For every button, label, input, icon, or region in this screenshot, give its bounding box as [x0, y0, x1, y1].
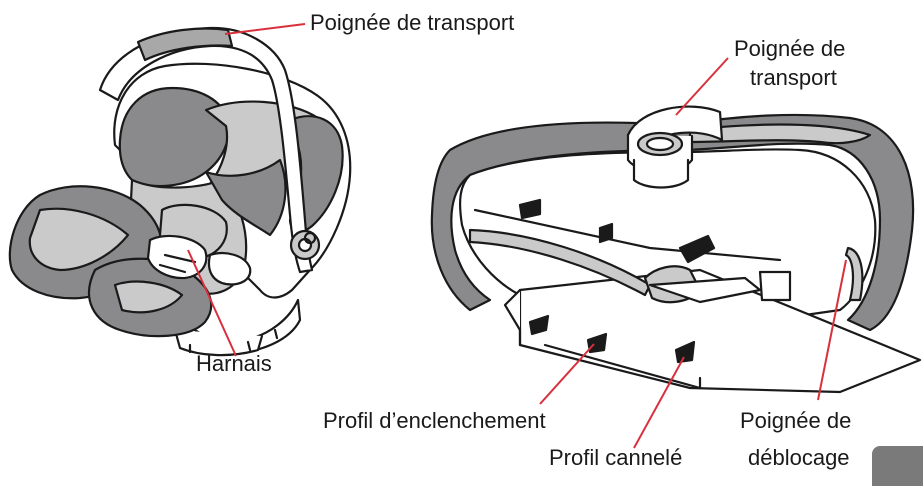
car-seat-base-illustration [432, 107, 920, 392]
label-carry-handle-left: Poignée de transport [310, 9, 514, 36]
car-seat-illustration [10, 28, 350, 355]
label-carry-handle-right-line2: transport [750, 64, 837, 91]
label-release-handle-line2: déblocage [748, 444, 850, 471]
leader-carry-handle-left [225, 24, 305, 34]
label-grooved-profile: Profil cannelé [549, 444, 682, 471]
corner-tab [872, 446, 923, 486]
label-harness: Harnais [196, 350, 272, 377]
label-carry-handle-right-line1: Poignée de [734, 35, 845, 62]
label-release-handle-line1: Poignée de [740, 407, 851, 434]
car-seat-handle-grip [138, 29, 232, 61]
label-latch-profile: Profil d’enclenchement [323, 407, 546, 434]
